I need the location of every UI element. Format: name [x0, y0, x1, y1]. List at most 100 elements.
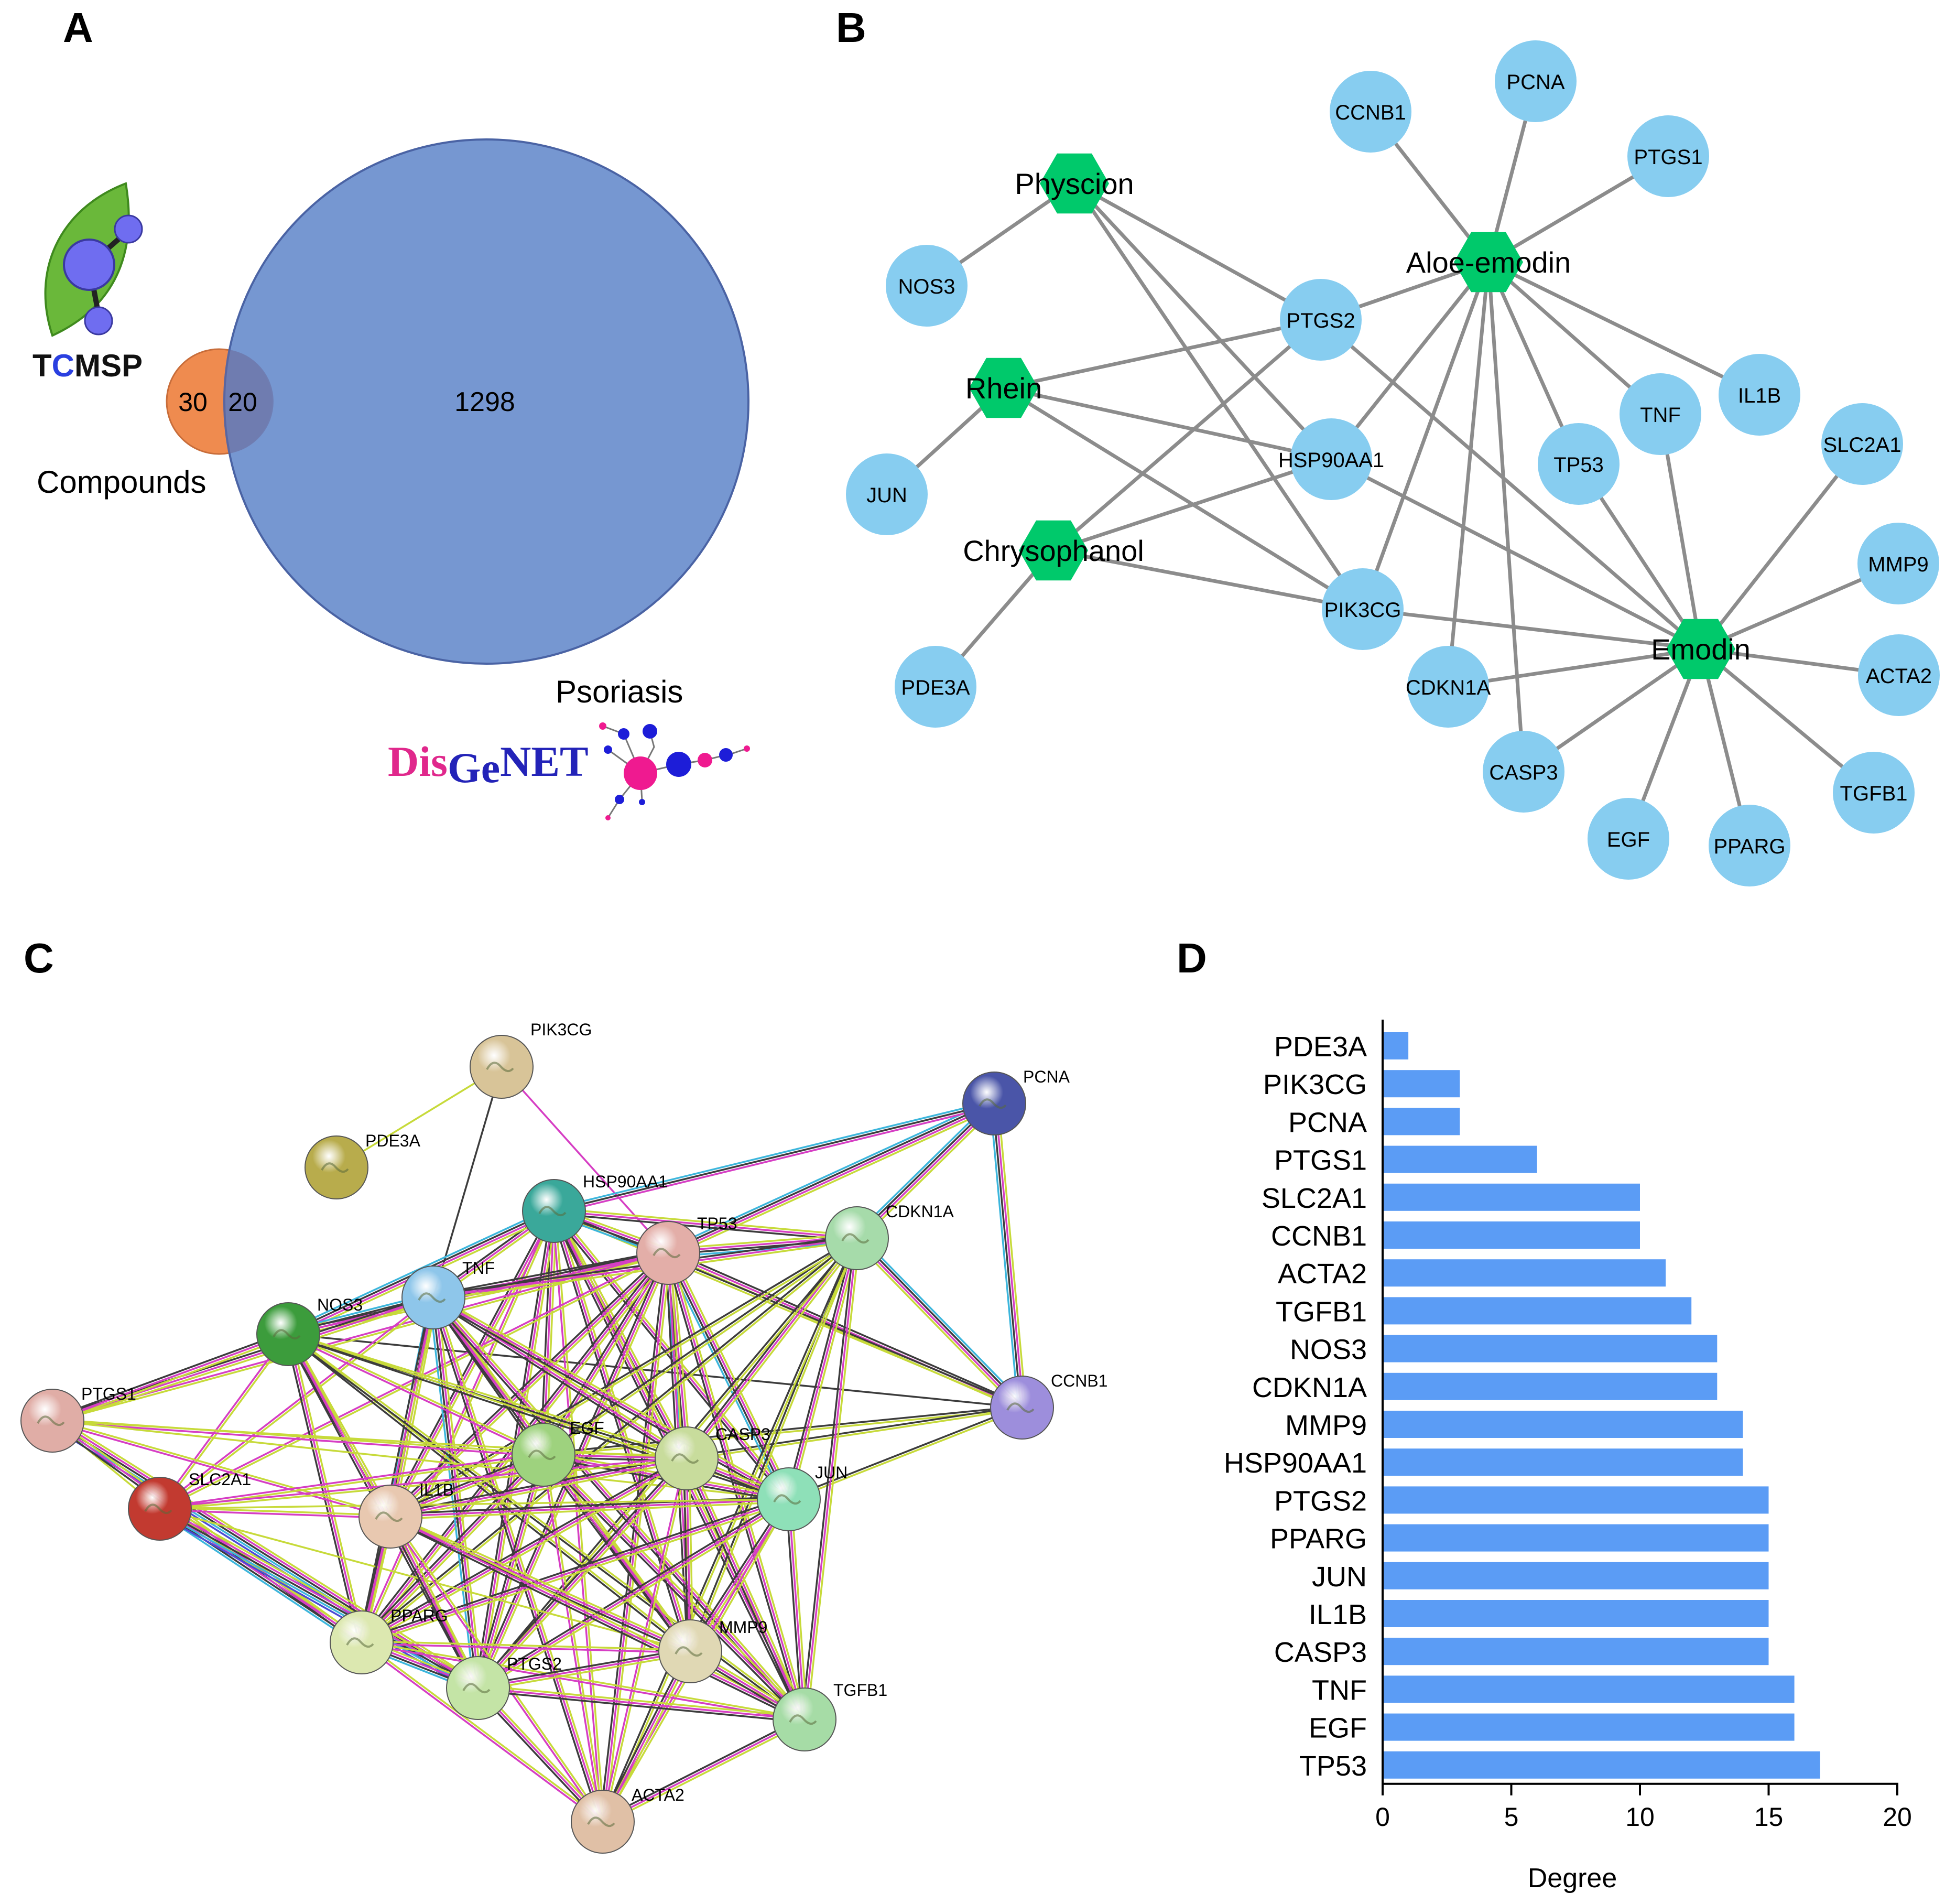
ppi-edge-hsp90aa1-cdkn1a [554, 1207, 857, 1237]
ppi-edge-casp3-ptgs2 [477, 1457, 688, 1689]
bar-nos3 [1383, 1335, 1718, 1362]
bar-hsp90aa1 [1383, 1448, 1743, 1476]
target-node-circle [1322, 568, 1404, 650]
protein-structure-icon [462, 1683, 491, 1694]
protein-structure-icon [37, 1415, 65, 1426]
protein-structure-icon [538, 1206, 567, 1217]
target-node-label: TNF [1640, 404, 1681, 427]
ppi-edge-pik3cg-pde3a [336, 1066, 502, 1169]
ppi-edge-nos3-ptgs1 [51, 1330, 288, 1419]
target-node-circle [1280, 279, 1362, 361]
ppi-node-cdkn1a: CDKN1A [825, 1202, 954, 1270]
ppi-edge-cdkn1a-tgfb1 [801, 1238, 855, 1719]
bar-tgfb1 [1383, 1297, 1692, 1325]
ppi-edge-ccnb1-casp3 [686, 1405, 1022, 1458]
target-node-label: PDE3A [901, 676, 970, 699]
protein-structure-icon [144, 1503, 172, 1514]
ppi-edge-egf-pparg [361, 1454, 545, 1643]
ppi-edge-tp53-ptgs2 [479, 1253, 672, 1690]
protein-structure-icon [773, 1494, 801, 1505]
ppi-edge-ccnb1-tp53 [669, 1249, 1024, 1407]
ppi-node-jun: JUN [757, 1463, 847, 1531]
category-label-acta2: ACTA2 [1278, 1258, 1367, 1290]
ppi-edge-ccnb1-cdkn1a [853, 1240, 1020, 1411]
intersection-lens [223, 350, 274, 453]
target-node-label: PCNA [1506, 71, 1564, 94]
edge-chrysophanol-pik3cg [1053, 548, 1363, 611]
ppi-edge-ptgs1-ptgs2 [55, 1415, 482, 1685]
ppi-node-label: PDE3A [365, 1131, 421, 1150]
ppi-edge-pcna-cdkn1a [859, 1106, 998, 1242]
ppi-edge-cdkn1a-jun [788, 1238, 858, 1500]
target-node-acta2: ACTA2 [1858, 634, 1940, 716]
ppi-node-label: JUN [815, 1463, 847, 1482]
compound-node-hexagon [1019, 520, 1088, 581]
ppi-edge-ptgs1-egf [52, 1421, 544, 1457]
ppi-node-label: ACTA2 [632, 1786, 684, 1804]
target-node-label: SLC2A1 [1823, 434, 1901, 457]
venn-intersection-count: 20 [228, 387, 257, 417]
protein-structure-icon [671, 1453, 699, 1464]
x-tick-label: 0 [1375, 1802, 1390, 1832]
category-label-tp53: TP53 [1299, 1750, 1367, 1782]
ppi-edge-nos3-ptgs1 [52, 1333, 289, 1422]
edge-emodin-cdkn1a [1448, 647, 1701, 689]
protein-structure-icon [528, 1449, 556, 1461]
ppi-edge-slc2a1-ptgs2 [162, 1503, 481, 1684]
degree-bars [1383, 1032, 1820, 1779]
ppi-edge-cdkn1a-tgfb1 [803, 1238, 858, 1720]
bar-mmp9 [1383, 1411, 1743, 1438]
ppi-node-slc2a1: SLC2A1 [128, 1470, 251, 1541]
protein-structure-icon [418, 1292, 446, 1303]
bar-tp53 [1383, 1751, 1820, 1779]
category-label-nos3: NOS3 [1290, 1334, 1367, 1366]
ppi-edge-tgfb1-acta2 [602, 1718, 805, 1823]
target-node-pcna: PCNA [1495, 40, 1577, 122]
target-node-circle [1588, 798, 1669, 880]
category-label-cdkn1a: CDKN1A [1252, 1372, 1367, 1403]
target-node-nos3: NOS3 [886, 245, 968, 327]
ppi-edge-egf-tgfb1 [541, 1456, 803, 1722]
ppi-edge-cdkn1a-jun [785, 1237, 855, 1499]
bar-il1b [1383, 1600, 1769, 1627]
ppi-edge-pparg-acta2 [362, 1640, 604, 1822]
panel-c: PIK3CGPCNAPDE3AHSP90AA1TP53CDKN1ATNFNOS3… [20, 1020, 1107, 1854]
protein-structure-icon [346, 1637, 374, 1648]
bar-pparg [1383, 1524, 1769, 1552]
ppi-edge-cdkn1a-casp3 [688, 1239, 860, 1461]
ppi-edge-egf-acta2 [544, 1454, 605, 1822]
ppi-edge-cdkn1a-tgfb1 [806, 1238, 861, 1720]
ppi-edge-casp3-slc2a1 [160, 1458, 687, 1511]
bar-slc2a1 [1383, 1183, 1640, 1211]
compound-node-label: Aloe-emodin [1406, 246, 1571, 279]
edge-physcion-hsp90aa1 [1073, 182, 1333, 461]
ppi-edge-jun-tgfb1 [785, 1499, 803, 1720]
target-node-tnf: TNF [1620, 373, 1701, 455]
ppi-edge-casp3-ptgs2 [479, 1459, 689, 1691]
ppi-edge-tgfb1-acta2 [601, 1716, 804, 1821]
ppi-node-label: PIK3CG [530, 1020, 592, 1039]
ppi-edge-pik3cg-tnf [432, 1066, 503, 1298]
target-node-label: PTGS2 [1286, 309, 1355, 332]
target-node-label: CCNB1 [1335, 101, 1406, 124]
ppi-edge-hsp90aa1-cdkn1a [553, 1213, 857, 1242]
ppi-edge-tp53-acta2 [604, 1253, 672, 1822]
ppi-edge-hsp90aa1-cdkn1a [553, 1210, 857, 1239]
bar-egf [1383, 1713, 1795, 1741]
ppi-edge-pcna-ccnb1 [992, 1104, 1022, 1408]
ppi-edge-cdkn1a-egf [544, 1238, 859, 1457]
target-node-tp53: TP53 [1538, 423, 1620, 505]
target-node-pde3a: PDE3A [895, 646, 976, 728]
ppi-node-pcna: PCNA [962, 1067, 1070, 1135]
category-label-jun: JUN [1312, 1561, 1367, 1593]
ppi-edge-jun-il1b [390, 1498, 789, 1518]
protein-structure-icon [1006, 1402, 1035, 1413]
ppi-edge-jun-tgfb1 [790, 1499, 808, 1719]
edge-chrysophanol-ptgs2 [1052, 318, 1322, 552]
compound-node-hexagon [1454, 232, 1523, 293]
bar-ccnb1 [1383, 1221, 1640, 1249]
ppi-edge-mmp9-ptgs2 [478, 1653, 691, 1692]
target-node-mmp9: MMP9 [1857, 523, 1939, 604]
ppi-edge-nos3-casp3 [288, 1332, 688, 1458]
ppi-node-acta2: ACTA2 [571, 1786, 684, 1854]
